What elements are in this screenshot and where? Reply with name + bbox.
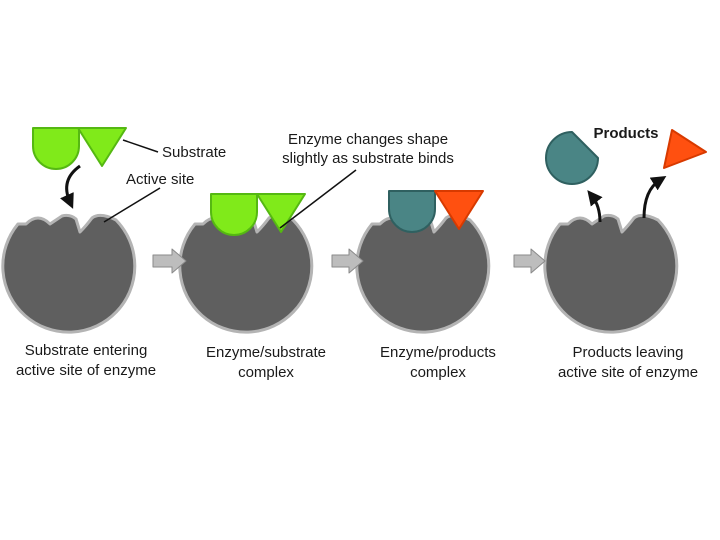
- substrate-half-circle: [32, 127, 80, 170]
- caption-4-line2: active site of enzyme: [558, 364, 698, 381]
- enzyme-4: [543, 213, 679, 334]
- leaving-arrow-right: [642, 176, 667, 219]
- product-teal-drop: [545, 131, 599, 185]
- entering-arrow: [60, 164, 81, 209]
- caption-2-line2: complex: [238, 364, 294, 381]
- product-orange-triangle: [663, 129, 707, 169]
- shape-change-leader-line: [279, 169, 357, 229]
- caption-3-line2: complex: [410, 364, 466, 381]
- bound-substrate-half-circle: [210, 193, 258, 236]
- caption-1-line2: active site of enzyme: [16, 362, 156, 379]
- bound-product-teal: [388, 190, 436, 233]
- enzyme-1: [1, 213, 137, 334]
- step-arrow-2: [331, 248, 364, 274]
- caption-4-line1: Products leaving: [573, 344, 684, 361]
- active-site-leader-line: [103, 187, 161, 223]
- substrate-triangle: [77, 127, 127, 167]
- leaving-arrow-left: [587, 190, 603, 223]
- stage-4-products-leaving: [543, 129, 707, 334]
- caption-2-line1: Enzyme/substrate: [206, 344, 326, 361]
- caption-1-line1: Substrate entering: [25, 342, 148, 359]
- step-arrow-3: [513, 248, 546, 274]
- active-site-label: Active site: [126, 171, 194, 188]
- caption-3-line1: Enzyme/products: [380, 344, 496, 361]
- shape-change-label-line1: Enzyme changes shape: [288, 131, 448, 148]
- products-label: Products: [593, 125, 658, 142]
- stage-2-enzyme-substrate-complex: [178, 193, 314, 334]
- stage-3-enzyme-products-complex: [355, 190, 491, 334]
- step-arrows: [152, 248, 546, 274]
- shape-change-label-line2: slightly as substrate binds: [282, 150, 454, 167]
- substrate-label: Substrate: [162, 144, 226, 161]
- stage-1-substrate-entering: [1, 127, 137, 334]
- step-arrow-1: [152, 248, 187, 274]
- enzyme-3: [355, 213, 491, 334]
- substrate-leader-line: [122, 139, 159, 153]
- leader-lines: [103, 139, 357, 229]
